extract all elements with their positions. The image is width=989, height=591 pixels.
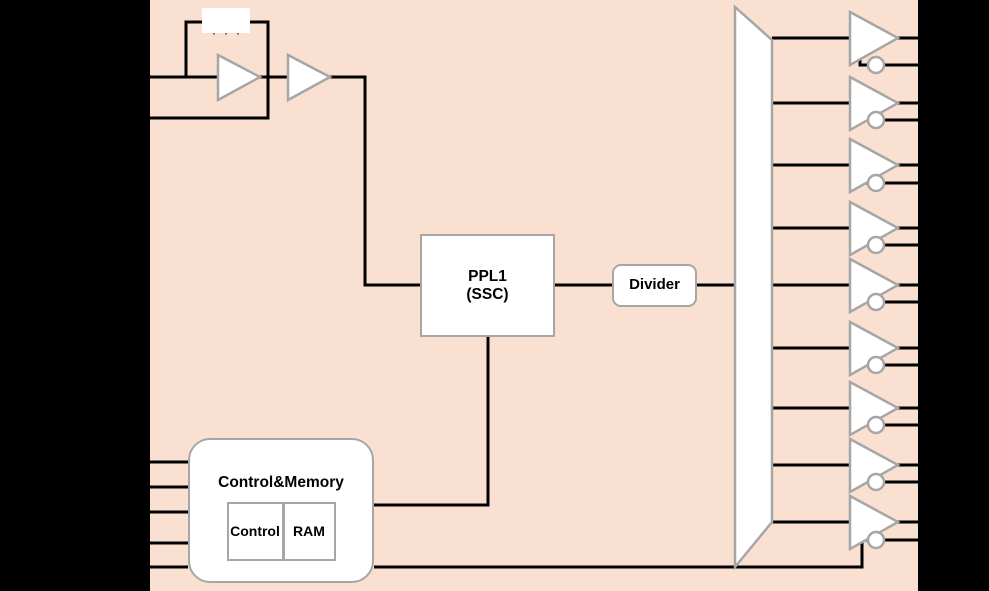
- invert-bubble-3: [866, 173, 886, 193]
- oscillator-inverter-amplifier: [216, 52, 263, 103]
- output-buffer-1: [848, 9, 901, 68]
- pll-to-control-net: [374, 337, 490, 507]
- oscillator-buffer-amplifier: [286, 52, 333, 103]
- control-subblock-label: Control: [230, 523, 280, 540]
- invert-bubble-5: [866, 292, 886, 312]
- feedback-right-net: [250, 20, 270, 77]
- divider-block[interactable]: Divider: [612, 264, 697, 307]
- chip-body: PPL1 (SSC) Divider Control&Memory Contro…: [150, 0, 918, 591]
- fanout-distribution-block: [733, 4, 774, 571]
- invert-bubble-9: [866, 530, 886, 550]
- invert-bubble-1: [866, 55, 886, 75]
- invert-bubble-6: [866, 355, 886, 375]
- pll-label-line1: PPL1: [468, 268, 507, 286]
- control-memory-subblocks: Control RAM: [226, 502, 336, 562]
- invert-bubble-4: [866, 235, 886, 255]
- control-memory-block[interactable]: Control&Memory Control RAM: [188, 438, 374, 583]
- ram-subblock[interactable]: RAM: [283, 502, 336, 562]
- control-subblock[interactable]: Control: [226, 502, 284, 562]
- divider-label: Divider: [629, 276, 680, 294]
- invert-bubble-8: [866, 472, 886, 492]
- wiring-layer: [150, 4, 918, 571]
- xout-net: [150, 77, 270, 120]
- osc-to-pll-net: [330, 75, 420, 287]
- control-to-buffer-bus: [374, 520, 864, 569]
- feedback-left-net: [184, 20, 202, 77]
- pll-label-line2: (SSC): [466, 285, 509, 303]
- ram-subblock-label: RAM: [293, 523, 325, 540]
- invert-bubble-2: [866, 110, 886, 130]
- invert-bubble-7: [866, 415, 886, 435]
- control-memory-label: Control&Memory: [218, 474, 344, 491]
- pll1-ssc-block[interactable]: PPL1 (SSC): [420, 234, 555, 337]
- feedback-resistor-body: [202, 8, 250, 33]
